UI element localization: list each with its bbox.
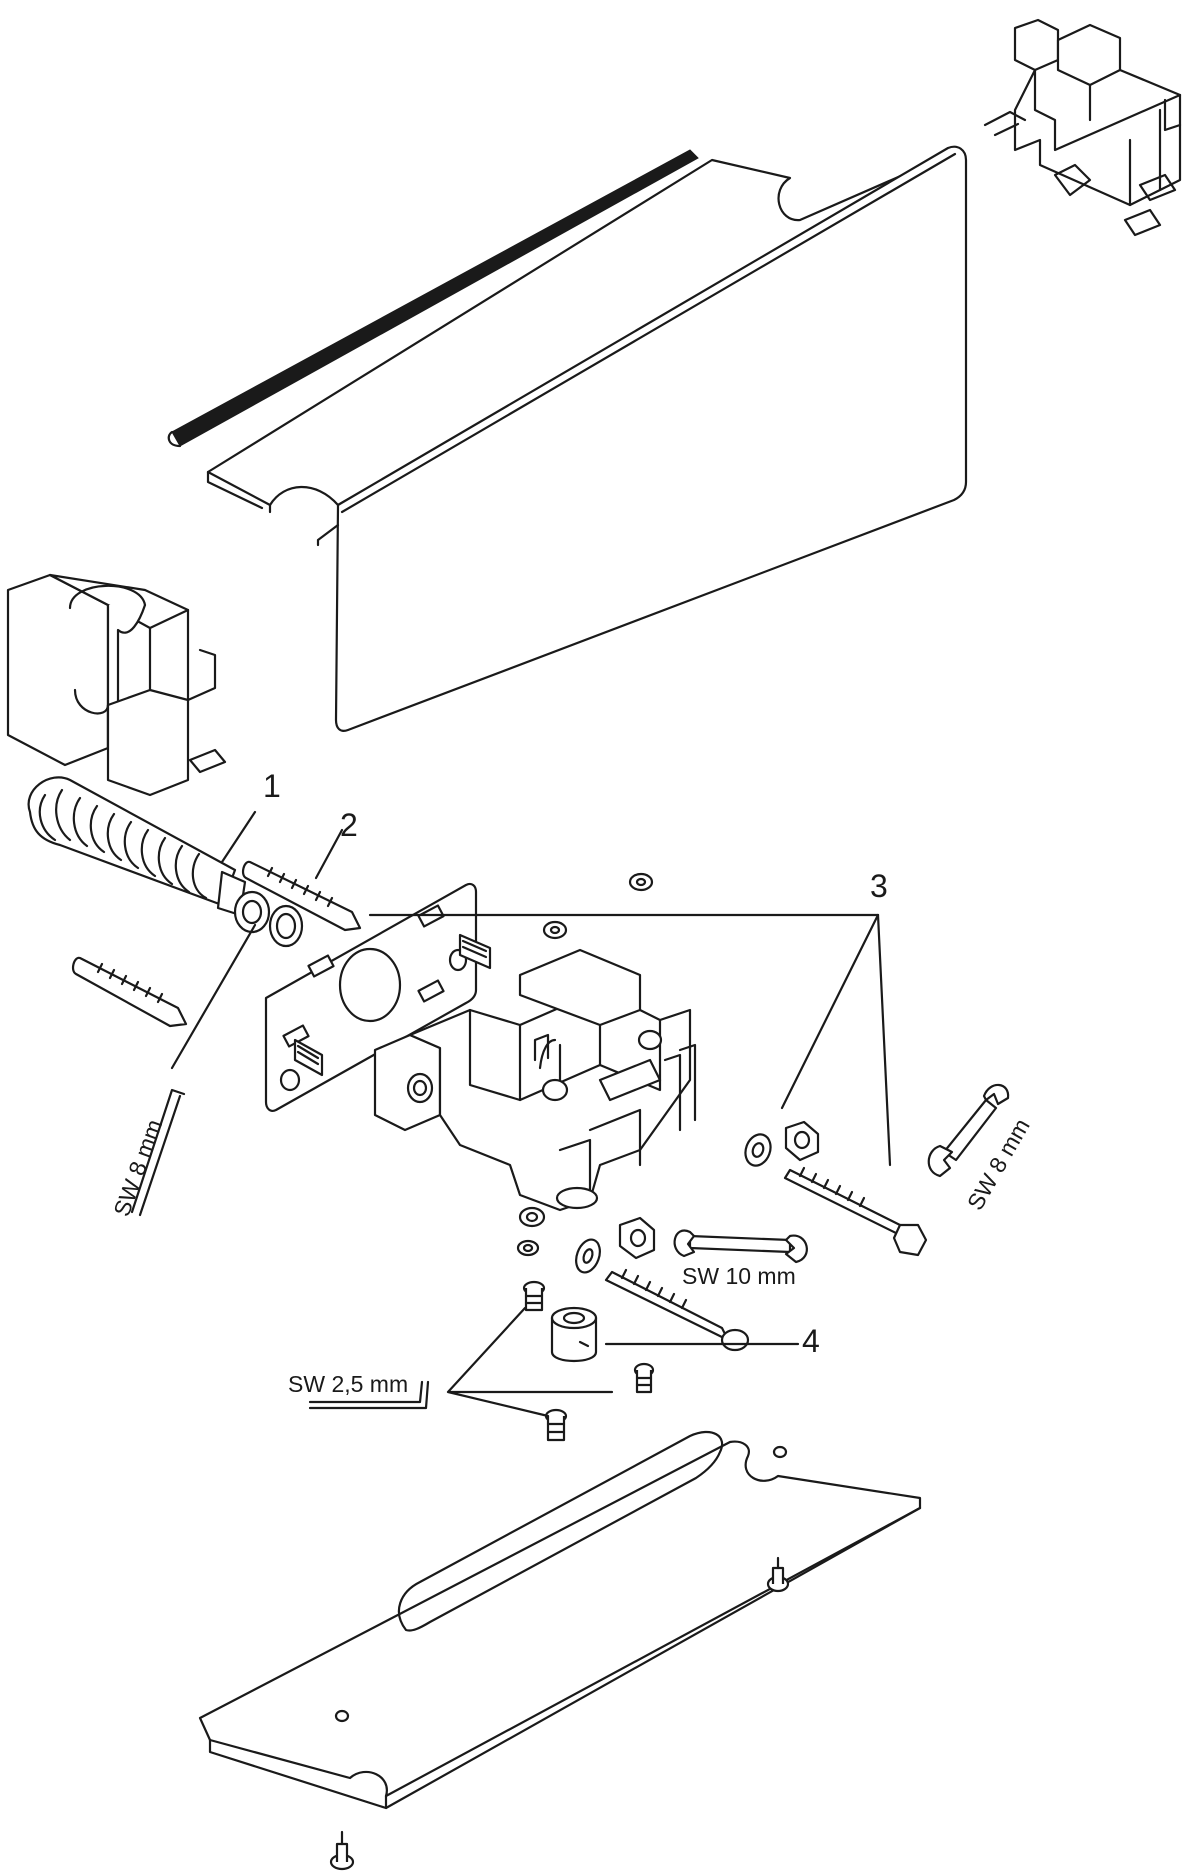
wrench-medium-label: SW 10 mm <box>682 1263 796 1289</box>
mounting-plate <box>264 882 492 1112</box>
nut-mid <box>542 920 568 940</box>
wood-screw-bottom <box>329 1830 355 1871</box>
seal-ring <box>268 904 304 948</box>
washer-small <box>516 1239 540 1257</box>
seal-strip <box>167 149 699 448</box>
washer-right <box>744 1133 772 1167</box>
hex-key-large-label: SW 8 mm <box>108 1116 167 1220</box>
hex-key-small-label: SW 2,5 mm <box>288 1371 408 1397</box>
leader-lines <box>170 810 892 1418</box>
wrench-large <box>927 1083 1010 1178</box>
callout-2: 2 <box>340 807 358 843</box>
flexible-hose <box>27 776 271 934</box>
wall-anchor-lower <box>71 956 188 1028</box>
threaded-sleeve <box>550 1306 598 1362</box>
callout-4: 4 <box>802 1323 820 1359</box>
grub-screw-1 <box>522 1280 546 1312</box>
grub-screw-3 <box>544 1408 568 1442</box>
hex-nut-right <box>784 1120 820 1162</box>
lag-screw-lower <box>604 1268 750 1352</box>
grub-screw-2 <box>633 1362 655 1394</box>
wall-anchor-upper <box>241 860 362 932</box>
callout-3: 3 <box>870 868 888 904</box>
washer-lower <box>575 1238 601 1274</box>
base-plate <box>198 1430 922 1810</box>
hex-key-small <box>308 1380 430 1410</box>
hex-nut-lower <box>618 1216 656 1260</box>
top-right-bracket <box>983 18 1182 237</box>
callout-1: 1 <box>263 768 281 804</box>
valve-housing <box>373 948 697 1212</box>
hex-key-large <box>130 1088 186 1217</box>
wood-screw-right <box>766 1556 790 1593</box>
lag-screw-right <box>783 1166 928 1257</box>
left-end-cap <box>6 573 227 797</box>
nut-bottom <box>518 1206 546 1228</box>
front-panel <box>316 145 968 732</box>
wrench-medium <box>673 1229 808 1264</box>
nut-top <box>628 872 654 892</box>
